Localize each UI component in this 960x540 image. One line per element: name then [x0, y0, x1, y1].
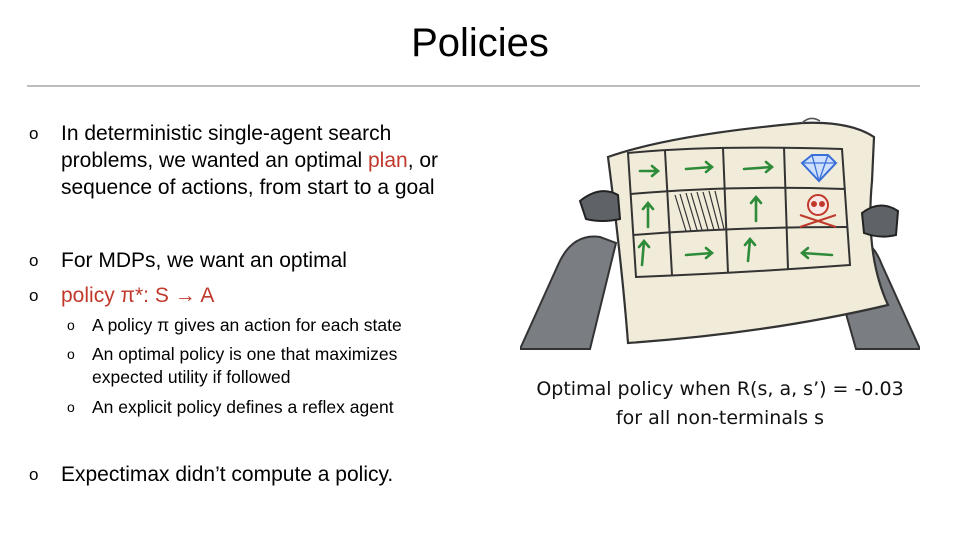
subbullet-text: An explicit policy defines a reflex agen… — [92, 397, 394, 417]
right-thumb — [860, 204, 900, 238]
caption-line: for all non-terminals s — [615, 407, 825, 429]
bullet-marker: o — [29, 286, 39, 305]
subbullet-line: An optimal policy is one that maximizes — [92, 344, 398, 364]
bullet-text: policy π*: S → A — [61, 284, 215, 307]
plan-highlight: plan — [368, 149, 408, 172]
skull-icon — [799, 194, 837, 228]
arrow-right-icon — [638, 164, 661, 178]
bullet-line: problems, we wanted an optimal plan, or — [61, 147, 438, 174]
wall-cell — [674, 190, 725, 232]
subbullet-optimal-policy: o An optimal policy is one that maximize… — [67, 343, 507, 389]
bullet-line: sequence of actions, from start to a goa… — [61, 176, 435, 199]
left-arm — [520, 235, 618, 350]
left-thumb — [578, 190, 622, 222]
policy-arrows — [637, 160, 834, 267]
policy-map-illustration — [520, 117, 920, 350]
arrow-up-icon — [743, 236, 757, 263]
bullet-policy-definition: o policy π*: S → A — [29, 282, 509, 309]
bullet-text: For MDPs, we want an optimal — [61, 249, 347, 272]
bullet-line: In deterministic single-agent search — [61, 122, 392, 145]
arrow-up-icon — [637, 238, 651, 267]
subbullet-reflex-agent: o An explicit policy defines a reflex ag… — [67, 396, 507, 419]
slide-title: Policies — [411, 21, 549, 65]
subbullet-text: An optimal policy is one that maximizes … — [92, 343, 397, 389]
subbullet-marker: o — [67, 317, 75, 333]
text-part: problems, we wanted an optimal — [61, 149, 368, 172]
bullet-text: In deterministic single-agent search pro… — [61, 120, 438, 201]
arrow-right-icon — [684, 246, 715, 260]
text-part: , or — [407, 149, 439, 172]
subbullet-line: expected utility if followed — [92, 367, 291, 387]
diamond-icon — [800, 154, 838, 183]
title-divider — [27, 85, 920, 87]
bullet-expectimax: o Expectimax didn’t compute a policy. — [29, 461, 509, 488]
grid — [626, 146, 852, 279]
bullet-marker: o — [29, 251, 39, 270]
bullet-marker: o — [29, 465, 39, 484]
arrow-left-icon — [799, 246, 834, 260]
bullet-text: Expectimax didn’t compute a policy. — [61, 463, 394, 486]
bullet-marker: o — [29, 124, 39, 143]
arrow-up-icon — [641, 200, 655, 229]
subbullet-policy-action: o A policy π gives an action for each st… — [67, 314, 507, 337]
arrow-right-icon — [684, 160, 715, 174]
subbullet-text: A policy π gives an action for each stat… — [92, 315, 402, 335]
figure-caption: Optimal policy when R(s, a, s’) = -0.03 … — [520, 375, 920, 433]
subbullet-marker: o — [67, 399, 75, 415]
subbullet-marker: o — [67, 346, 75, 362]
caption-line: Optimal policy when R(s, a, s’) = -0.03 — [536, 378, 904, 400]
bullet-mdp: o For MDPs, we want an optimal — [29, 247, 509, 274]
arrow-up-icon — [749, 194, 763, 223]
arrow-right-icon — [742, 160, 775, 174]
